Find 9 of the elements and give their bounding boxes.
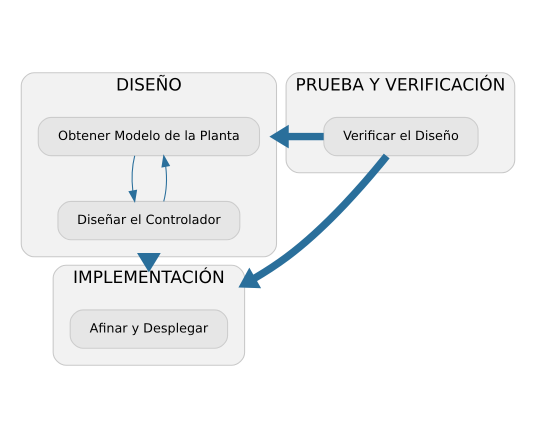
arrow	[269, 124, 324, 148]
arrow	[161, 154, 170, 202]
node-box: Afinar y Desplegar	[70, 309, 228, 349]
node-box: Verificar el Diseño	[323, 116, 479, 156]
arrow	[128, 156, 138, 203]
arrow	[238, 154, 390, 288]
arrow	[137, 253, 161, 272]
node-box: Obtener Modelo de la Planta	[38, 116, 260, 156]
node-box: Diseñar el Controlador	[57, 200, 240, 240]
